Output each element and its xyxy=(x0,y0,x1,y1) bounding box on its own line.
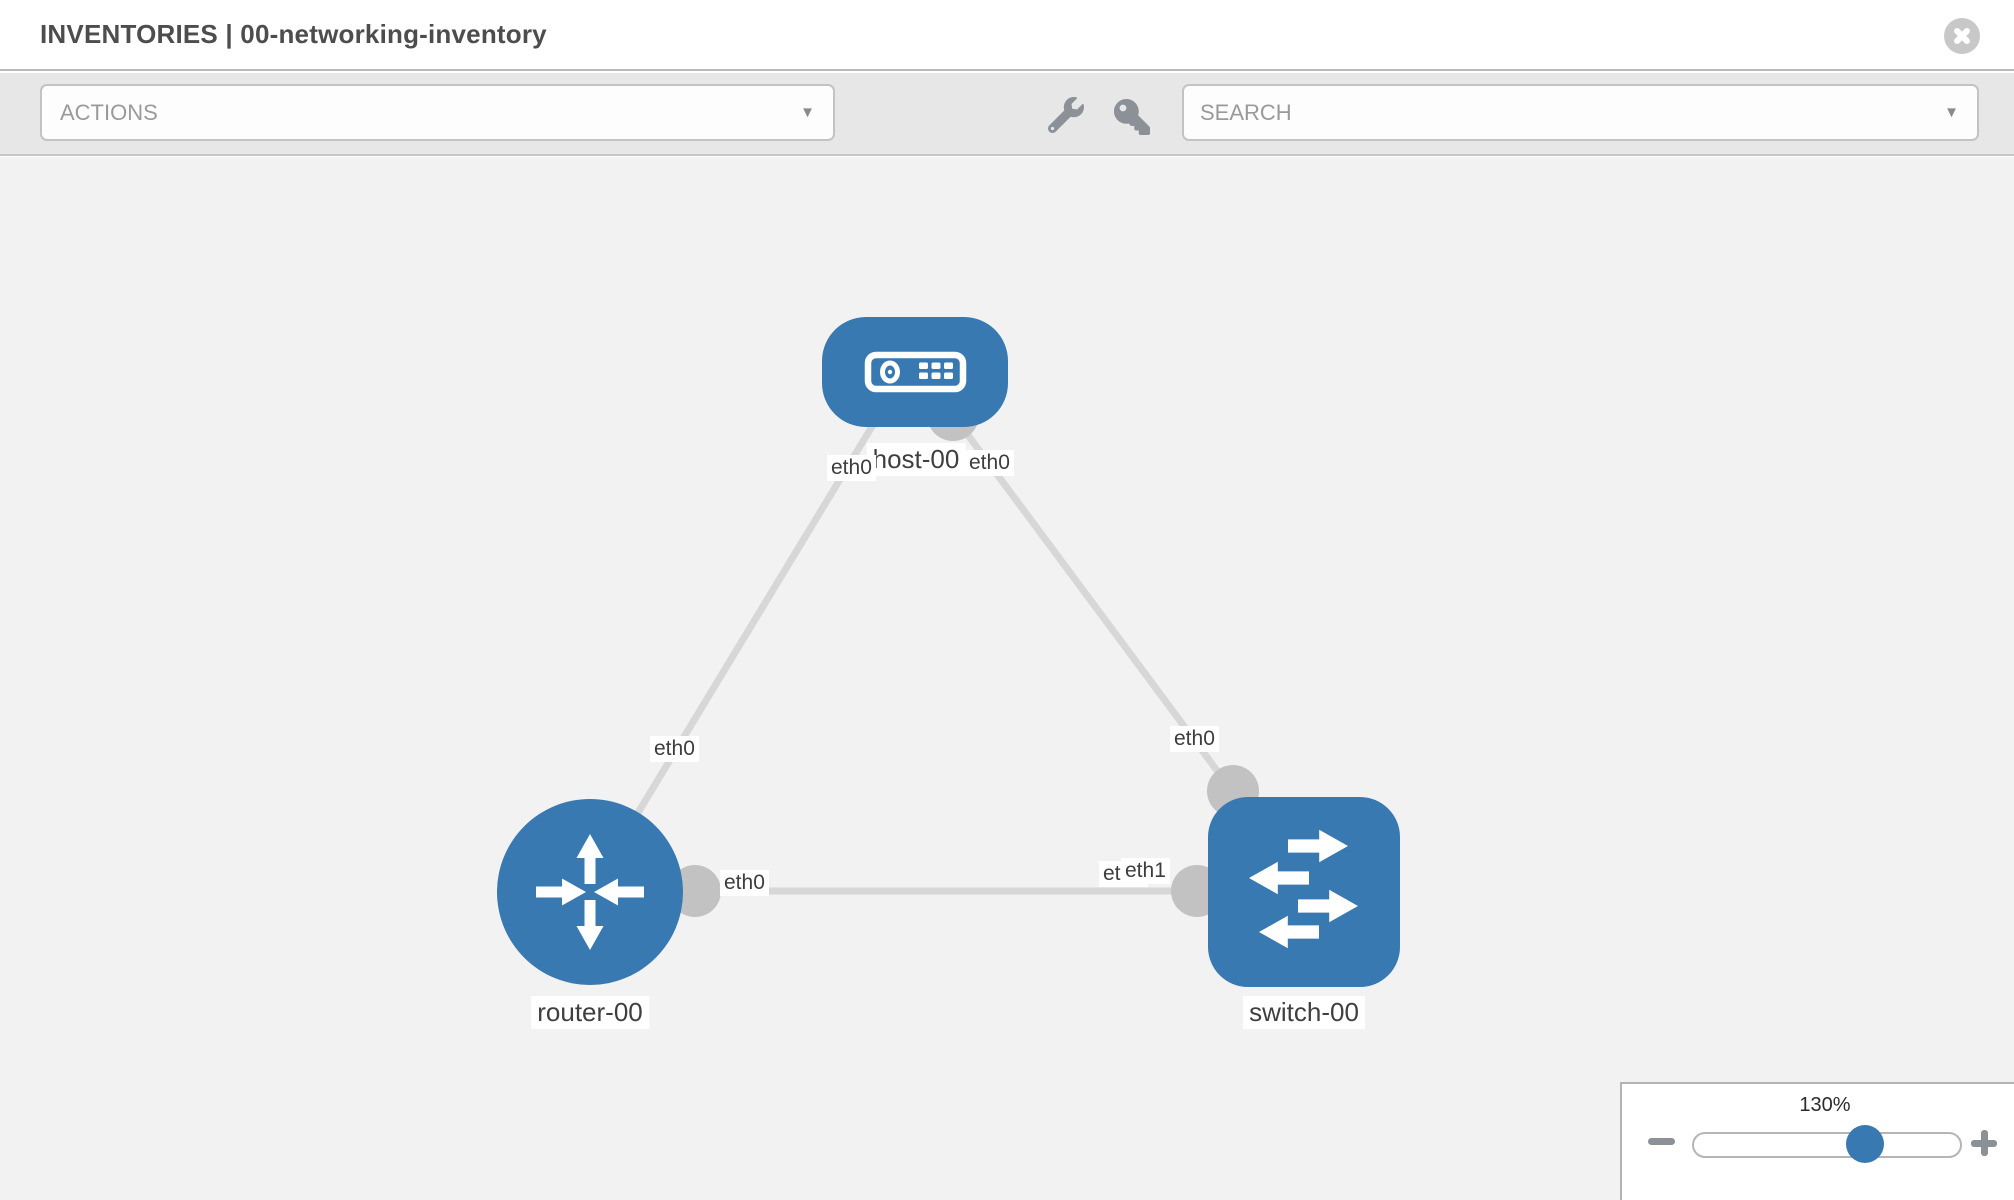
actions-label: ACTIONS xyxy=(60,100,158,125)
wrench-icon[interactable] xyxy=(1048,97,1084,133)
interface-label-router-to-switch: eth0 xyxy=(720,870,769,896)
interface-label-switch-to-router: eth1 xyxy=(1121,858,1170,884)
close-button[interactable] xyxy=(1944,18,1980,54)
zoom-slider-handle[interactable] xyxy=(1846,1125,1884,1163)
interface-label-host-to-router: eth0 xyxy=(827,455,876,481)
search-input[interactable] xyxy=(1200,86,1882,139)
search-combobox[interactable]: ▼ xyxy=(1182,84,1979,141)
zoom-slider-track[interactable] xyxy=(1692,1132,1962,1158)
toolbar: ACTIONS ▼ ▼ xyxy=(0,73,2014,156)
chevron-down-icon: ▼ xyxy=(1944,104,1959,121)
page-title: INVENTORIES | 00-networking-inventory xyxy=(40,19,547,49)
node-label-router-00: router-00 xyxy=(531,996,649,1029)
zoom-value: 130% xyxy=(1799,1094,1851,1116)
node-router-00[interactable] xyxy=(497,799,683,985)
zoom-in-button[interactable] xyxy=(1971,1130,1997,1156)
plus-icon xyxy=(1980,1130,1988,1156)
interface-label-host-to-switch: eth0 xyxy=(965,450,1014,476)
host-icon xyxy=(864,351,967,393)
interface-label-router-to-host: eth0 xyxy=(650,736,699,762)
key-icon[interactable] xyxy=(1114,99,1150,135)
zoom-out-button[interactable] xyxy=(1648,1138,1675,1145)
zoom-panel: 130% xyxy=(1620,1082,2014,1200)
node-label-switch-00: switch-00 xyxy=(1243,996,1365,1029)
topology-canvas[interactable]: host-00 router-00 switch-00 eth0 eth0 et… xyxy=(0,157,2014,1200)
interface-label-switch-to-host: eth0 xyxy=(1170,726,1219,752)
node-switch-00[interactable] xyxy=(1208,797,1400,987)
node-label-host-00: host-00 xyxy=(866,443,966,476)
chevron-down-icon: ▼ xyxy=(800,104,815,121)
actions-dropdown[interactable]: ACTIONS ▼ xyxy=(40,84,835,141)
node-host-00[interactable] xyxy=(822,317,1008,427)
header-bar: INVENTORIES | 00-networking-inventory xyxy=(0,0,2014,71)
